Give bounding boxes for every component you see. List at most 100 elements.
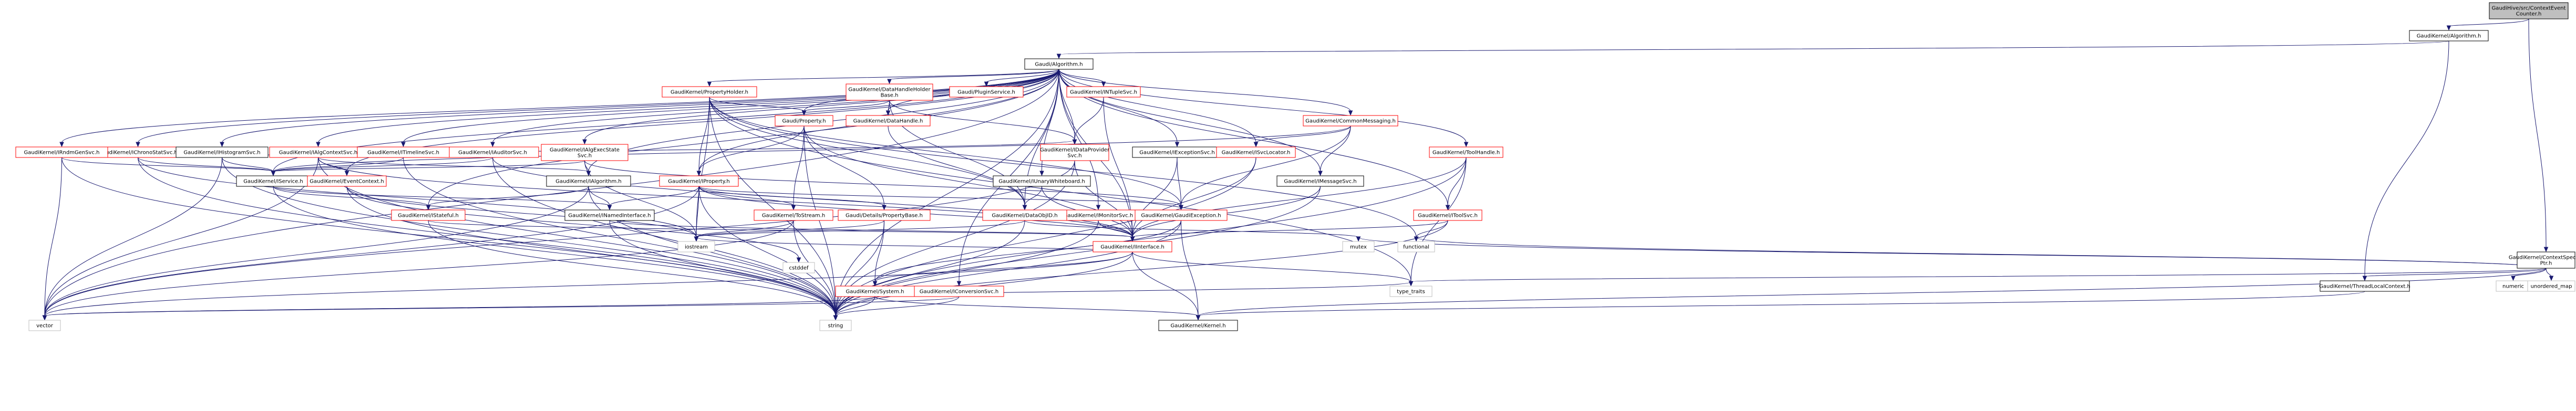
node-gaudiexc[interactable]: GaudiKernel/GaudiException.h bbox=[1135, 209, 1228, 221]
edge-line bbox=[346, 186, 836, 317]
edge-arrowhead bbox=[1022, 205, 1027, 210]
edge-line bbox=[698, 125, 805, 172]
include-edge-galg-to-ihistogram bbox=[220, 69, 1059, 147]
node-istateful[interactable]: GaudiKernel/IStateful.h bbox=[391, 209, 466, 221]
edge-line bbox=[346, 186, 799, 259]
include-edge-iproperty-to-inamed bbox=[607, 186, 699, 210]
edge-arrowhead bbox=[833, 315, 838, 321]
edge-line bbox=[709, 97, 836, 317]
node-iinterface[interactable]: GaudiKernel/IInterface.h bbox=[1093, 241, 1172, 252]
node-box bbox=[1429, 146, 1503, 158]
edge-line bbox=[1024, 220, 1359, 238]
node-label: GaudiKernel/IMonitorSvc.h bbox=[1064, 213, 1133, 219]
node-propbase[interactable]: Gaudi/Details/PropertyBase.h bbox=[838, 209, 931, 221]
node-intuple[interactable]: GaudiKernel/INTupleSvc.h bbox=[1066, 86, 1141, 98]
node-ialgorithm[interactable]: GaudiKernel/IAlgorithm.h bbox=[546, 175, 631, 187]
include-edge-dataobjid-to-iostream bbox=[694, 220, 1025, 242]
include-edge-galg-to-propholder bbox=[707, 69, 1059, 87]
node-box bbox=[1158, 320, 1238, 331]
node-mutex: mutex bbox=[1342, 241, 1375, 252]
node-box bbox=[1024, 58, 1094, 70]
include-edge-ichrono-to-iostream bbox=[138, 157, 699, 242]
include-edge-iservice-to-inamed bbox=[273, 186, 612, 210]
edge-arrowhead bbox=[1408, 281, 1414, 287]
node-iauditor[interactable]: GaudiKernel/IAuditorSvc.h bbox=[446, 146, 539, 158]
edge-line bbox=[1255, 125, 1351, 143]
include-edge-kalg-to-galg bbox=[1056, 40, 2449, 59]
edge-line bbox=[1132, 157, 1467, 238]
node-iconversion[interactable]: GaudiKernel/IConversionSvc.h bbox=[914, 286, 1004, 297]
node-pluginsvc[interactable]: Gaudi/PluginService.h bbox=[949, 86, 1024, 98]
include-edge-iservice-to-string bbox=[273, 186, 838, 321]
node-tostream[interactable]: GaudiKernel/ToStream.h bbox=[754, 209, 833, 221]
node-galg[interactable]: Gaudi/Algorithm.h bbox=[1024, 58, 1094, 70]
node-iuwb[interactable]: GaudiKernel/IUnaryWhiteboard.h bbox=[993, 175, 1091, 187]
node-kalg[interactable]: GaudiKernel/Algorithm.h bbox=[2409, 30, 2489, 41]
node-label: Gaudi/Algorithm.h bbox=[1035, 62, 1083, 68]
node-box bbox=[662, 86, 757, 98]
edge-arrowhead bbox=[1464, 142, 1469, 147]
edge-line bbox=[273, 160, 585, 172]
include-edge-ialgorithm-to-vector bbox=[42, 186, 589, 321]
node-itool[interactable]: GaudiKernel/IToolSvc.h bbox=[1413, 209, 1482, 221]
node-irndmgen[interactable]: GaudiKernel/IRndmGenSvc.h bbox=[15, 146, 108, 158]
edge-line bbox=[1410, 268, 2547, 282]
edge-line bbox=[222, 157, 274, 172]
node-toolhandle[interactable]: GaudiKernel/ToolHandle.h bbox=[1429, 146, 1503, 158]
node-unorderedmap: unordered_map bbox=[2527, 280, 2575, 292]
include-edge-property-to-string bbox=[803, 125, 838, 321]
edge-line bbox=[61, 69, 1059, 143]
node-label: GaudiKernel/ToolHandle.h bbox=[1433, 150, 1500, 156]
node-ihistogram[interactable]: GaudiKernel/IHistogramSvc.h bbox=[176, 146, 269, 158]
node-imonitor[interactable]: GaudiKernel/IMonitorSvc.h bbox=[1058, 209, 1138, 221]
node-datahandle[interactable]: GaudiKernel/DataHandle.h bbox=[846, 115, 931, 127]
node-kernel[interactable]: GaudiKernel/Kernel.h bbox=[1158, 320, 1238, 331]
node-imessage[interactable]: GaudiKernel/IMessageSvc.h bbox=[1276, 175, 1364, 187]
include-edge-iproperty-to-gaudiexc bbox=[698, 186, 1183, 210]
include-edge-propbase-to-iostream bbox=[694, 220, 884, 242]
edge-arrowhead bbox=[791, 205, 796, 210]
edge-line bbox=[318, 157, 589, 172]
node-itimeline[interactable]: GaudiKernel/ITimelineSvc.h bbox=[357, 146, 450, 158]
edge-arrowhead bbox=[1196, 315, 1201, 321]
node-label: functional bbox=[1403, 245, 1429, 250]
node-box bbox=[754, 209, 833, 221]
node-propholder[interactable]: GaudiKernel/PropertyHolder.h bbox=[662, 86, 757, 98]
node-iexception[interactable]: GaudiKernel/IExceptionSvc.h bbox=[1132, 146, 1222, 158]
node-inamed[interactable]: GaudiKernel/INamedInterface.h bbox=[564, 209, 655, 221]
include-edge-inamed-to-iinterface bbox=[609, 220, 1135, 242]
node-box bbox=[1342, 241, 1375, 252]
node-dataobjid[interactable]: GaudiKernel/DataObjID.h bbox=[982, 209, 1067, 221]
edge-line bbox=[835, 296, 875, 317]
include-edge-iexception-to-gaudiexc bbox=[1177, 157, 1183, 210]
edge-line bbox=[1416, 220, 1448, 238]
edge-line bbox=[44, 251, 1133, 317]
edge-line bbox=[803, 125, 836, 317]
node-property[interactable]: Gaudi/Property.h bbox=[775, 115, 833, 127]
node-eventctx[interactable]: GaudiKernel/EventContext.h bbox=[307, 175, 387, 187]
edge-line bbox=[835, 296, 960, 317]
include-edge-galg-to-ialgctx bbox=[316, 69, 1059, 147]
include-edge-root-to-ctxspec bbox=[2528, 18, 2549, 252]
edge-line bbox=[1058, 69, 1104, 83]
node-iproperty[interactable]: GaudiKernel/IProperty.h bbox=[659, 175, 739, 187]
edge-line bbox=[428, 186, 589, 206]
node-iservice[interactable]: GaudiKernel/IService.h bbox=[236, 175, 311, 187]
node-system[interactable]: GaudiKernel/System.h bbox=[835, 286, 915, 297]
edge-line bbox=[273, 186, 836, 317]
include-edge-system-to-string bbox=[833, 296, 875, 321]
node-box bbox=[993, 175, 1091, 187]
node-label: GaudiKernel/EventContext.h bbox=[310, 179, 384, 185]
edge-arrowhead bbox=[796, 257, 801, 263]
node-label: vector bbox=[36, 323, 54, 329]
node-threadlocal[interactable]: GaudiKernel/ThreadLocalContext.h bbox=[2319, 280, 2410, 292]
node-commonmsg[interactable]: GaudiKernel/CommonMessaging.h bbox=[1303, 115, 1398, 127]
node-ialgctx[interactable]: GaudiKernel/IAlgContextSvc.h bbox=[269, 146, 367, 158]
node-svclocator[interactable]: GaudiKernel/ISvcLocator.h bbox=[1216, 146, 1296, 158]
